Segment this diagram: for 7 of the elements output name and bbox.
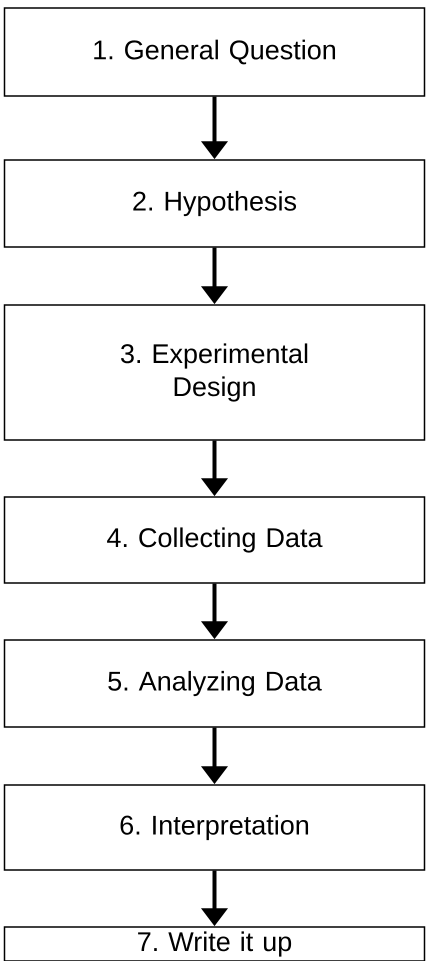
process-box: 4. Collecting Data bbox=[4, 496, 426, 584]
process-box: 1. General Question bbox=[4, 7, 426, 97]
process-box: 2. Hypothesis bbox=[4, 159, 426, 248]
process-box: 6. Interpretation bbox=[4, 784, 426, 871]
process-box: 3. Experimental Design bbox=[4, 304, 426, 441]
process-box: 5. Analyzing Data bbox=[4, 639, 426, 728]
process-box: 7. Write it up bbox=[4, 926, 426, 961]
